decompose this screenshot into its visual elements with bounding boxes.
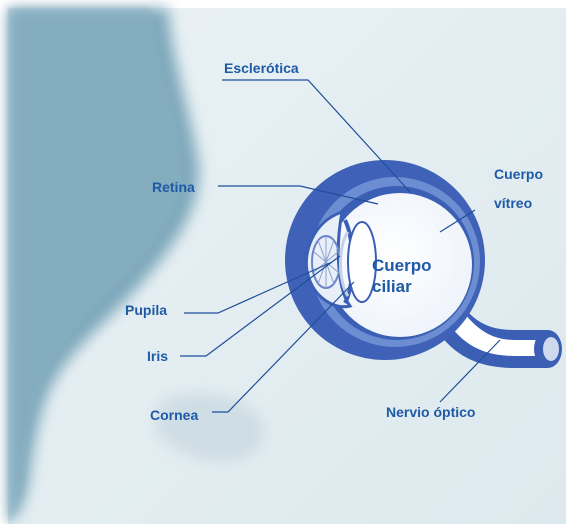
label-cuerpo-vitreo-line2: vítreo — [494, 195, 533, 211]
label-nervio-optico: Nervio óptico — [386, 404, 476, 420]
label-retina: Retina — [152, 179, 195, 195]
label-cuerpo-ciliar-line2: ciliar — [372, 277, 412, 296]
leader-iris — [180, 255, 341, 357]
leader-cuerpo-vitreo — [439, 209, 476, 233]
leader-nervio-optico — [439, 339, 501, 403]
label-pupila: Pupila — [125, 302, 168, 318]
leader-retina — [218, 185, 379, 205]
face-profile-core — [8, 8, 183, 524]
label-esclerotica: Esclerótica — [224, 60, 299, 76]
label-cuerpo-ciliar-line1: Cuerpo — [372, 256, 432, 275]
leader-cornea — [212, 281, 355, 413]
leader-lines — [180, 79, 501, 413]
label-cornea: Cornea — [150, 407, 199, 423]
leader-esclerotica — [222, 79, 411, 193]
leader-pupila — [184, 261, 333, 314]
label-iris: Iris — [147, 348, 169, 364]
label-cuerpo-vitreo-line1: Cuerpo — [494, 166, 543, 182]
